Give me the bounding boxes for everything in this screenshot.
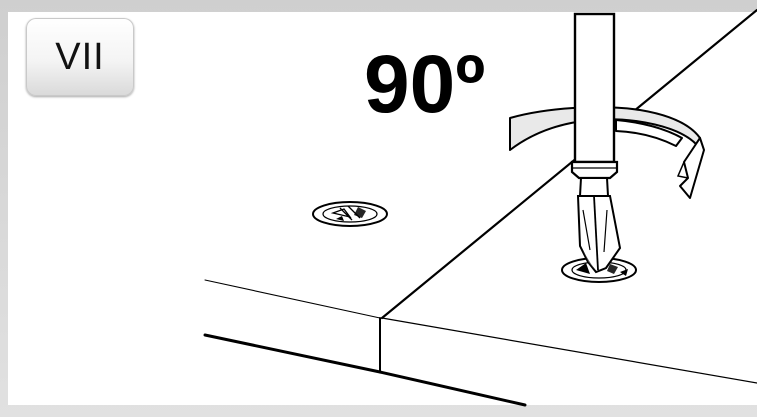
step-number-label: VII [55,35,105,78]
rotation-arrow-front-segment [615,119,683,147]
tabletop-front-edge [381,317,757,384]
tabletop-outline [203,8,757,407]
tabletop-left-edge [204,279,381,319]
step-number-badge: VII [26,18,134,96]
tabletop-bottom-edge [378,370,527,407]
tabletop-left-thickness-edge [203,333,382,374]
rotation-angle-label: 90º [364,39,486,130]
screwdriver-icon [570,12,622,274]
screw-head-icon [312,201,388,227]
tabletop-back-edge [380,8,757,320]
